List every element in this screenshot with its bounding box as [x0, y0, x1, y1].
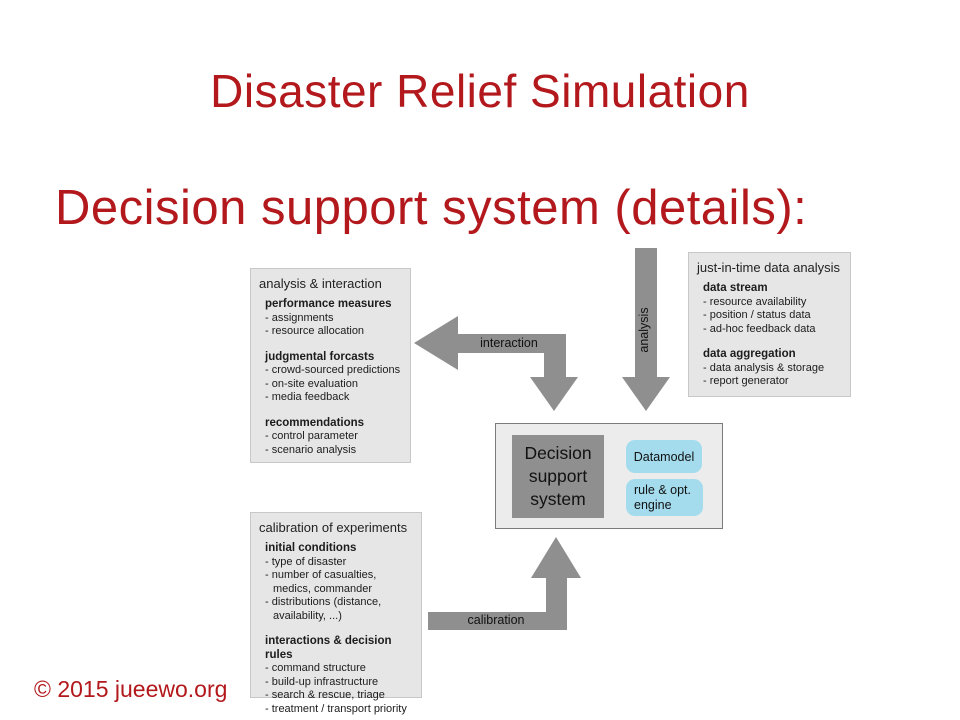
section-header: performance measures	[265, 298, 392, 310]
decision-support-system-block: Decision support system	[512, 435, 604, 518]
box-section: interactions & decision rules- command s…	[265, 635, 416, 716]
box-section: data aggregation- data analysis & storag…	[703, 348, 845, 389]
box-sections: initial conditions- type of disaster- nu…	[259, 542, 416, 716]
slide-subtitle: Decision support system (details):	[55, 181, 808, 235]
section-item: - number of casualties, medics, commande…	[265, 569, 377, 595]
interaction-arrow	[414, 316, 578, 411]
section-item: - report generator	[703, 375, 789, 387]
section-item: - type of disaster	[265, 555, 347, 568]
just-in-time-data-analysis-box: just-in-time data analysis data stream- …	[688, 252, 851, 397]
calibration-arrow	[428, 537, 581, 630]
section-item: - distributions (distance, availability,…	[265, 596, 382, 622]
section-item: - data analysis & storage	[703, 361, 825, 374]
section-item: - resource availability	[703, 295, 807, 308]
section-item: - media feedback	[265, 391, 350, 403]
section-item: - build-up infrastructure	[265, 675, 379, 688]
analysis-arrow-label: analysis	[637, 307, 651, 353]
box-section: performance measures- assignments- resou…	[265, 298, 405, 339]
section-header: data stream	[703, 282, 768, 294]
box-title: calibration of experiments	[259, 520, 408, 535]
section-item: - command structure	[265, 662, 366, 674]
section-item: - control parameter	[265, 430, 358, 442]
analysis-arrow	[622, 248, 670, 411]
section-header: judgmental forcasts	[265, 350, 375, 363]
calibration-of-experiments-box: calibration of experiments initial condi…	[250, 512, 422, 715]
box-section: initial conditions- type of disaster- nu…	[265, 542, 416, 623]
datamodel-chip: Datamodel	[626, 440, 702, 473]
box-section: judgmental forcasts- crowd-sourced predi…	[265, 351, 405, 405]
box-section: recommendations- control parameter- scen…	[265, 417, 405, 458]
section-item: - position / status data	[703, 309, 811, 321]
rule-opt-engine-chip: rule & opt. engine	[626, 479, 703, 516]
interaction-arrow-label: interaction	[480, 336, 538, 350]
calibration-arrow-label: calibration	[467, 613, 525, 627]
box-sections: performance measures- assignments- resou…	[259, 298, 405, 457]
section-item: - treatment / transport priority	[265, 702, 407, 715]
section-item: - assignments	[265, 311, 334, 324]
section-header: recommendations	[265, 416, 365, 429]
section-item: - scenario analysis	[265, 443, 357, 456]
copyright-footer: © 2015 jueewo.org	[34, 676, 228, 702]
section-item: - crowd-sourced predictions	[265, 364, 401, 376]
box-section: data stream- resource availability- posi…	[703, 282, 845, 336]
slide-title: Disaster Relief Simulation	[210, 65, 750, 117]
section-item: - search & rescue, triage	[265, 689, 385, 701]
section-item: - ad-hoc feedback data	[703, 322, 816, 335]
box-title: analysis & interaction	[259, 276, 382, 291]
box-sections: data stream- resource availability- posi…	[697, 282, 845, 389]
decision-support-container: Decision support system Datamodel rule &…	[495, 423, 723, 529]
box-title: just-in-time data analysis	[697, 260, 841, 275]
section-header: data aggregation	[703, 348, 796, 360]
section-header: interactions & decision rules	[265, 635, 392, 661]
section-item: - on-site evaluation	[265, 377, 358, 390]
analysis-interaction-box: analysis & interaction performance measu…	[250, 268, 411, 463]
section-item: - resource allocation	[265, 325, 365, 337]
section-header: initial conditions	[265, 542, 357, 554]
